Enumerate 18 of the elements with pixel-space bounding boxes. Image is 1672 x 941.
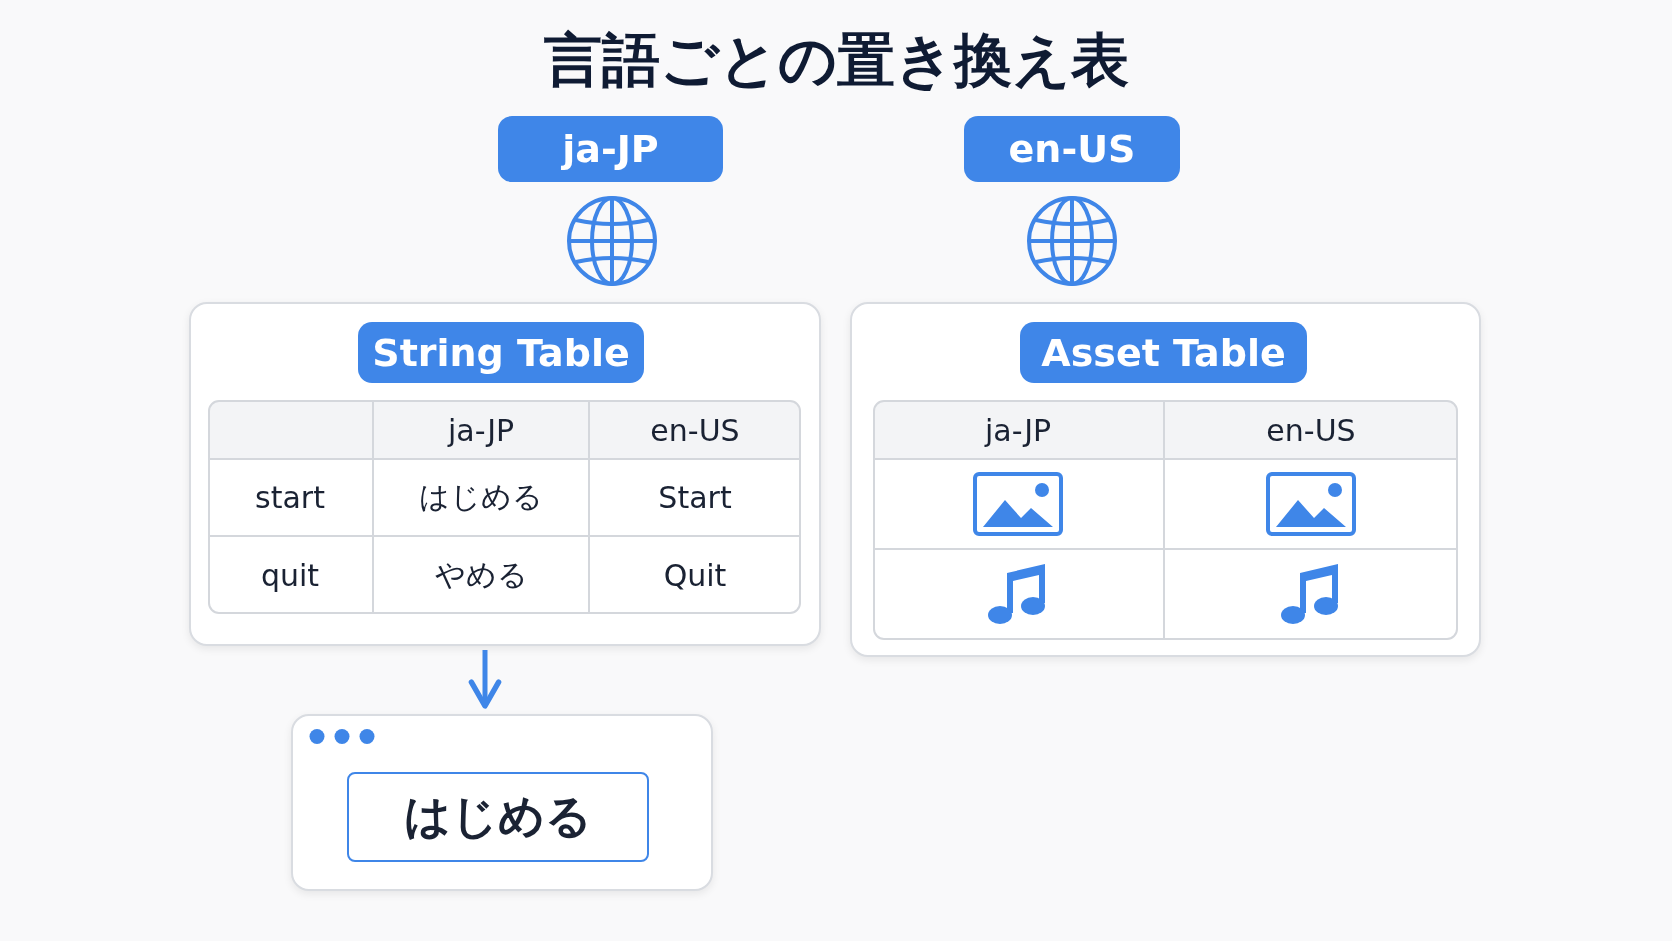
title: 言語ごとの置き換え表 — [543, 26, 1129, 94]
table-entry: Start — [658, 479, 732, 515]
table-entry: Quit — [663, 557, 727, 593]
column-header: ja-JP — [447, 412, 515, 448]
arrow — [468, 650, 502, 709]
table-title: String Table — [358, 322, 644, 383]
app-window — [291, 714, 713, 891]
language-tag: ja-JP — [498, 116, 723, 182]
column-header: en-US — [650, 412, 740, 448]
column-header: en-US — [1266, 412, 1356, 448]
row-key: quit — [260, 557, 320, 593]
button: はじめる — [347, 772, 649, 862]
column-header: ja-JP — [984, 412, 1052, 448]
row-key: start — [255, 479, 325, 515]
table-title: Asset Table — [1020, 322, 1307, 383]
language-tag: en-US — [964, 116, 1180, 182]
table-entry: やめる — [434, 555, 528, 594]
table-entry: はじめる — [419, 477, 543, 516]
